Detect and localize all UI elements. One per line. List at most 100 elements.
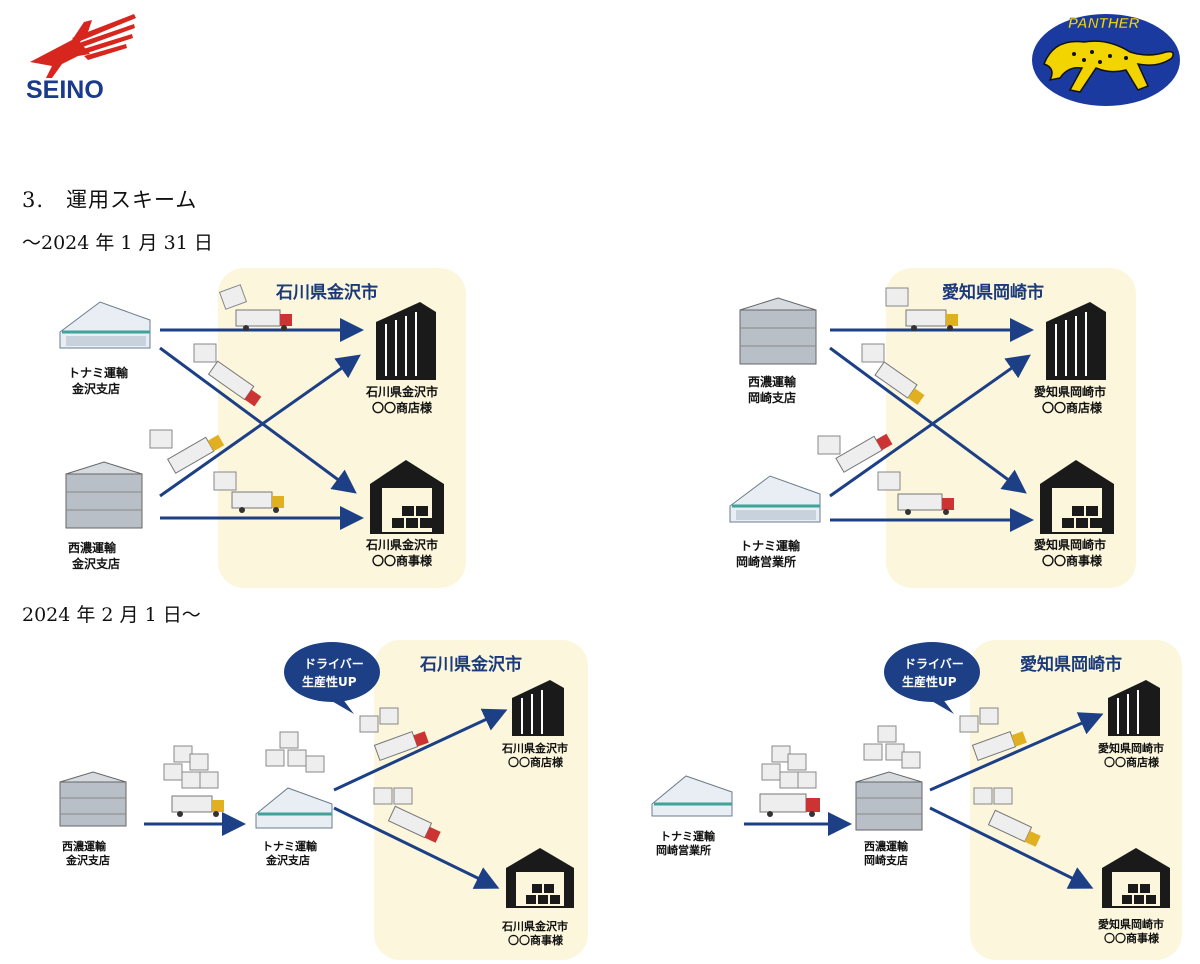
truck-icon	[987, 809, 1041, 847]
section-title: 3. 運用スキーム	[22, 188, 198, 212]
truck-icon	[235, 309, 292, 331]
warehouse-icon	[59, 771, 127, 827]
route-arrow	[333, 806, 500, 889]
kangaroo-icon	[30, 14, 136, 78]
package-icon	[213, 471, 237, 491]
warehouse-dark-icon	[506, 848, 574, 908]
truck-icon	[387, 805, 441, 843]
origin-line1: 西濃運輸	[62, 839, 107, 853]
route-arrow	[159, 346, 357, 494]
package-icon	[359, 707, 399, 733]
truck-icon	[207, 360, 262, 407]
origin-top-line2: 岡崎支店	[748, 390, 796, 405]
warehouse-icon	[255, 787, 333, 829]
dest-office-line1: 石川県金沢市	[501, 919, 568, 933]
package-icon	[193, 343, 217, 363]
building-icon	[1108, 680, 1160, 736]
building-icon	[512, 680, 564, 736]
city-label: 愛知県岡崎市	[942, 282, 1044, 303]
diagram-before-kanazawa: 石川県金沢市 トナミ運輸 金沢支店 西濃運輸 金沢支店	[40, 262, 480, 592]
origin-top-line1: トナミ運輸	[68, 365, 129, 380]
hub-line2: 岡崎支店	[864, 853, 908, 867]
warehouse-icon	[65, 461, 143, 529]
origin-bottom-line1: トナミ運輸	[740, 538, 801, 553]
package-stack-icon	[265, 731, 325, 773]
package-icon	[885, 287, 909, 307]
truck-icon	[835, 433, 893, 473]
package-stack-icon	[761, 745, 817, 789]
diagram-after-okazaki: 愛知県岡崎市 ドライバー 生産性UP トナミ運輸 岡崎営業所	[634, 636, 1190, 962]
truck-icon	[231, 491, 284, 513]
origin-bottom-line1: 西濃運輸	[68, 540, 117, 555]
route-arrow	[159, 354, 361, 498]
bubble-line1: ドライバー	[304, 657, 364, 671]
bubble-line1: ドライバー	[904, 657, 964, 671]
diagram-before-okazaki: 愛知県岡崎市 西濃運輸 岡崎支店 トナミ運輸 岡崎営業所	[710, 262, 1150, 592]
dest-office-line1: 愛知県岡崎市	[1098, 917, 1164, 931]
origin-line2: 岡崎営業所	[656, 843, 711, 857]
dest-store-line2: 〇〇商店様	[1104, 755, 1160, 769]
dest-office-line1: 愛知県岡崎市	[1034, 537, 1106, 552]
package-icon	[218, 284, 248, 310]
period-after-label: 2024 年 2 月 1 日〜	[22, 604, 201, 626]
route-arrow	[829, 346, 1027, 494]
speech-bubble: ドライバー 生産性UP	[884, 642, 980, 714]
route-arrow	[929, 712, 1104, 792]
city-label: 石川県金沢市	[275, 282, 378, 303]
package-icon	[861, 343, 885, 363]
dest-store-line2: 〇〇商店様	[508, 755, 564, 769]
origin-top-line2: 金沢支店	[71, 381, 120, 396]
origin-line1: トナミ運輸	[660, 829, 716, 843]
package-icon	[959, 707, 999, 733]
truck-icon	[905, 309, 958, 331]
dest-office-line2: 〇〇商事様	[1042, 553, 1103, 568]
building-icon	[1046, 302, 1106, 380]
panther-logo-text: PANTHER	[1068, 15, 1140, 32]
origin-bottom-line2: 金沢支店	[71, 556, 120, 571]
dest-store-line1: 石川県金沢市	[501, 741, 568, 755]
dest-store-line1: 愛知県岡崎市	[1034, 384, 1106, 399]
package-icon	[877, 471, 901, 491]
package-stack-icon	[863, 725, 921, 769]
truck-icon	[759, 793, 820, 817]
warehouse-dark-icon	[370, 460, 444, 534]
warehouse-icon	[739, 297, 817, 365]
truck-icon	[166, 434, 225, 474]
panther-icon	[1043, 40, 1174, 93]
dest-office-line2: 〇〇商事様	[508, 933, 564, 947]
seino-logo: SEINO	[22, 12, 142, 104]
hub-line1: トナミ運輸	[262, 839, 318, 853]
package-icon	[817, 435, 841, 455]
package-icon	[373, 787, 413, 805]
route-arrow	[929, 806, 1094, 889]
bubble-line2: 生産性UP	[902, 674, 957, 689]
city-label: 石川県金沢市	[419, 654, 522, 675]
warehouse-dark-icon	[1102, 848, 1170, 908]
hub-line2: 金沢支店	[265, 853, 310, 867]
dest-store-line1: 愛知県岡崎市	[1098, 741, 1164, 755]
building-icon	[376, 302, 436, 380]
warehouse-icon	[651, 775, 733, 817]
seino-logo-text: SEINO	[26, 76, 104, 104]
truck-icon	[171, 795, 224, 817]
truck-icon	[874, 361, 925, 405]
route-arrow	[333, 708, 508, 792]
dest-office-line2: 〇〇商事様	[372, 553, 433, 568]
route-arrow	[829, 354, 1031, 498]
dest-store-line2: 〇〇商店様	[372, 400, 433, 415]
speech-bubble: ドライバー 生産性UP	[284, 642, 380, 714]
warehouse-icon	[855, 771, 923, 831]
warehouse-dark-icon	[1040, 460, 1114, 534]
package-stack-icon	[163, 745, 219, 789]
warehouse-icon	[729, 475, 821, 523]
truck-icon	[897, 493, 954, 515]
warehouse-icon	[59, 301, 151, 349]
dest-office-line2: 〇〇商事様	[1104, 931, 1160, 945]
period-before-label: 〜2024 年 1 月 31 日	[22, 232, 213, 254]
city-label: 愛知県岡崎市	[1020, 654, 1122, 675]
origin-line2: 金沢支店	[65, 853, 110, 867]
truck-icon	[373, 731, 429, 761]
bubble-line2: 生産性UP	[302, 674, 357, 689]
dest-store-line2: 〇〇商店様	[1042, 400, 1103, 415]
panther-logo: PANTHER	[1030, 8, 1182, 108]
